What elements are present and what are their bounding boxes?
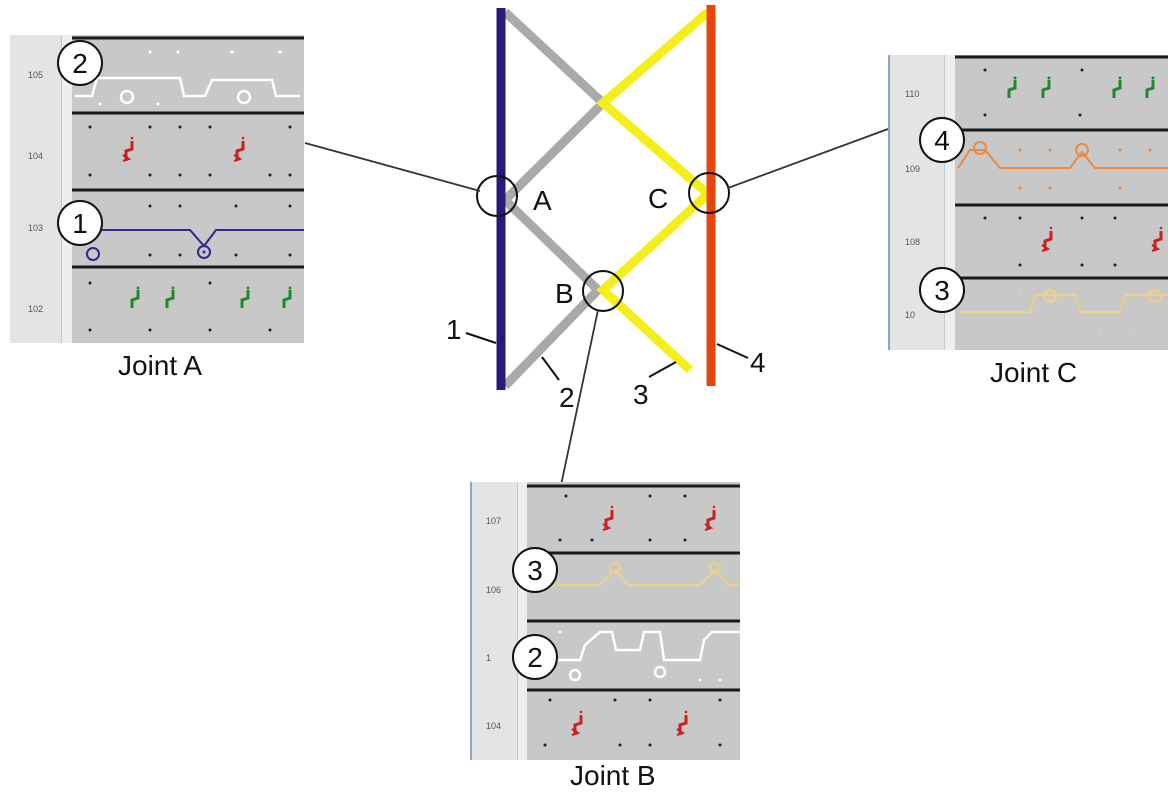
joint-c-marker <box>688 172 730 214</box>
joint-a-white-strand <box>75 76 300 105</box>
joint-b-label: B <box>555 278 574 309</box>
joint-c-caption: Joint C <box>990 357 1078 388</box>
strand-label-2: 2 <box>559 382 575 413</box>
joint-c-row-label: 109 <box>905 164 920 174</box>
strand-label-1-leader <box>465 332 497 344</box>
leader-joint-b <box>559 309 599 491</box>
joint-b-callout-2 <box>512 634 558 680</box>
joint-a-row-label: 102 <box>28 304 43 314</box>
joint-b-panel: 107 106 1 104 3 2 <box>470 482 740 760</box>
joint-a-callout-2-label: 2 <box>72 48 88 79</box>
strand-label-4-leader <box>716 343 749 359</box>
joint-c-callout-3-label: 3 <box>934 275 950 306</box>
joint-c-peach-strand <box>960 289 1168 313</box>
joint-b-callout-2-label: 2 <box>527 642 543 673</box>
joint-a-callout-1 <box>57 200 103 246</box>
strand-label-4: 4 <box>750 347 766 378</box>
joint-a-row-label: 103 <box>28 223 43 233</box>
strand-label-1: 1 <box>446 314 462 345</box>
joint-a-callout-2 <box>57 40 103 86</box>
joint-a-row-label: 104 <box>28 151 43 161</box>
joint-c-row-label: 108 <box>905 237 920 247</box>
joint-c-callout-3 <box>919 267 965 313</box>
joint-b-row-label: 1 <box>486 653 491 663</box>
leader-joint-a <box>304 142 481 192</box>
leader-joint-c <box>727 128 889 189</box>
joint-b-callout-3-label: 3 <box>527 555 543 586</box>
strand-label-3-leader <box>648 361 677 378</box>
strand-2 <box>498 8 610 390</box>
joint-a-panel: 105 104 103 102 <box>10 35 304 343</box>
joint-b-peach-strand <box>535 562 740 586</box>
joint-c-panel: 110 109 108 10 <box>888 55 1168 350</box>
joint-c-row-label: 10 <box>905 310 915 320</box>
joint-b-row-label: 107 <box>486 516 501 526</box>
joint-b-row-label: 106 <box>486 585 501 595</box>
joint-a-marker <box>476 175 518 217</box>
joint-a-callout-1-label: 1 <box>72 208 88 239</box>
joint-a-row-label: 105 <box>28 70 43 80</box>
joint-b-caption: Joint B <box>570 760 656 791</box>
joint-b-row-label: 104 <box>486 721 501 731</box>
strand-label-3: 3 <box>633 379 649 410</box>
joint-c-callout-4 <box>919 117 965 163</box>
joint-b-marker <box>582 270 624 312</box>
joint-c-label: C <box>648 183 668 214</box>
joint-a-label: A <box>533 185 552 216</box>
joint-a-purple-strand <box>86 229 304 261</box>
joint-c-callout-4-label: 4 <box>934 125 950 156</box>
joint-c-row-label: 110 <box>905 89 919 99</box>
strand-label-2-leader <box>541 356 560 381</box>
joint-b-callout-3 <box>512 547 558 593</box>
joint-a-caption: Joint A <box>118 350 203 381</box>
joint-b-white-strand <box>535 630 740 682</box>
joint-c-orange-strand <box>957 141 1168 169</box>
